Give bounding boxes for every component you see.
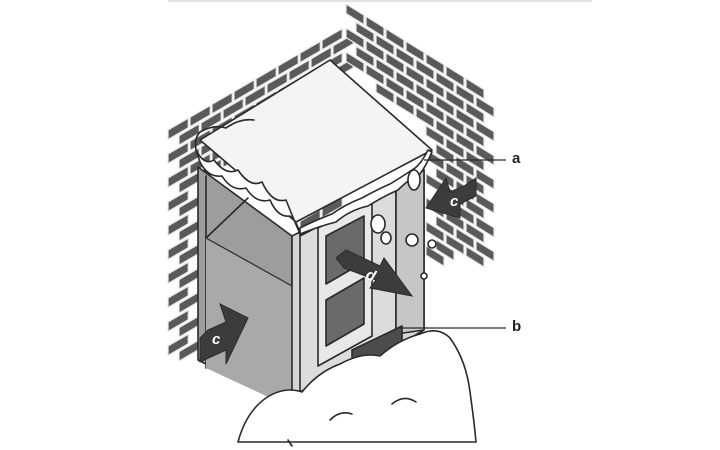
brick xyxy=(233,78,255,103)
brick xyxy=(385,27,405,51)
brick xyxy=(222,97,244,121)
brick xyxy=(310,45,332,70)
brick xyxy=(365,63,385,87)
brick xyxy=(405,64,425,87)
brick xyxy=(465,125,485,149)
brick xyxy=(445,88,465,112)
brick xyxy=(200,109,222,134)
brick xyxy=(189,104,211,128)
brick xyxy=(167,285,189,309)
brick xyxy=(425,100,445,124)
brick xyxy=(355,21,375,44)
brick xyxy=(405,40,425,63)
brick xyxy=(465,221,485,245)
brick xyxy=(435,94,455,118)
falling-snow xyxy=(370,169,437,280)
brick xyxy=(445,232,465,256)
brick xyxy=(167,309,189,333)
brick xyxy=(465,149,485,173)
brick xyxy=(455,131,475,154)
brick xyxy=(455,227,475,250)
brick xyxy=(425,244,445,268)
brick xyxy=(475,239,495,263)
brick xyxy=(435,118,455,142)
snow-pile xyxy=(237,330,477,443)
airflow-arrow-out: d xyxy=(335,249,414,297)
brick xyxy=(395,45,415,69)
brick xyxy=(244,84,266,108)
brick xyxy=(415,106,435,130)
brick xyxy=(167,213,189,237)
brick xyxy=(435,214,455,238)
brick xyxy=(425,220,445,244)
brick xyxy=(385,51,405,75)
brick xyxy=(445,160,465,184)
arrow-label-c-left: c xyxy=(212,331,221,348)
brick xyxy=(277,53,299,77)
brick xyxy=(167,189,189,213)
brick xyxy=(405,88,425,111)
callout-label-b: b xyxy=(512,318,522,335)
brick xyxy=(445,136,465,160)
brick xyxy=(299,40,321,64)
brick xyxy=(415,58,435,82)
brick xyxy=(465,245,485,269)
brick xyxy=(475,215,495,239)
brick-wall-right xyxy=(345,2,495,269)
brick xyxy=(211,91,233,115)
brick xyxy=(475,95,495,119)
brick xyxy=(255,65,277,90)
arrow-label-c-right: c xyxy=(450,193,459,210)
brick xyxy=(375,33,395,57)
brick xyxy=(167,261,189,285)
brick xyxy=(445,112,465,136)
brick xyxy=(167,165,189,189)
brick xyxy=(455,83,475,106)
brick xyxy=(288,58,310,83)
brick xyxy=(395,69,415,93)
brick xyxy=(475,167,495,191)
brick xyxy=(345,26,365,50)
brick xyxy=(395,93,415,117)
brick xyxy=(425,124,445,148)
airflow-arrow-left: c xyxy=(199,303,249,365)
callout-label-a: a xyxy=(512,150,521,167)
brick xyxy=(475,191,495,215)
brick xyxy=(321,27,343,51)
brick xyxy=(385,75,405,99)
brick xyxy=(167,237,189,261)
brick xyxy=(365,15,385,39)
brick xyxy=(455,107,475,130)
brick xyxy=(415,82,435,106)
brick xyxy=(167,141,189,165)
brick xyxy=(375,57,395,81)
brick xyxy=(465,77,485,101)
brick xyxy=(435,70,455,94)
shelter-roof xyxy=(194,59,433,237)
brick xyxy=(167,333,189,357)
brick xyxy=(425,52,445,76)
brick xyxy=(375,81,395,105)
brick xyxy=(465,197,485,221)
brick xyxy=(455,155,475,178)
brick xyxy=(345,2,365,26)
brick xyxy=(435,142,455,166)
brick xyxy=(266,71,288,95)
brick xyxy=(167,117,189,141)
brick xyxy=(345,50,365,74)
brick xyxy=(425,76,445,100)
brick xyxy=(445,64,465,88)
brick xyxy=(355,45,375,68)
brick xyxy=(475,119,495,143)
airflow-arrow-right: c xyxy=(425,176,477,219)
brick xyxy=(365,39,385,63)
brick xyxy=(435,166,455,190)
brick xyxy=(465,101,485,125)
unit-lower-grille xyxy=(325,277,365,347)
